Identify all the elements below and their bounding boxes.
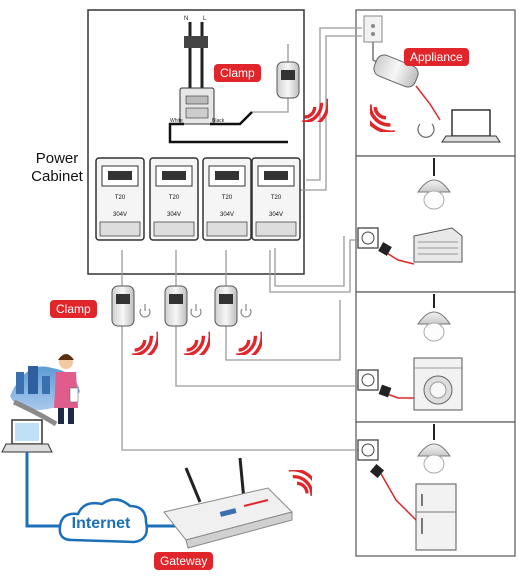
internet-label: Internet: [71, 515, 131, 532]
projector-icon: [413, 227, 463, 263]
clamp-sensor-top: [276, 61, 300, 99]
road: [12, 399, 58, 427]
socket-icon: [357, 227, 379, 249]
power-cabinet-label: Power Cabinet: [18, 150, 96, 186]
breaker-rating: T20: [271, 195, 282, 201]
breaker-rating: T20: [222, 195, 233, 201]
power-cord: [379, 471, 419, 523]
wall-socket-icon: [363, 15, 383, 43]
wireless-signal-icon: [128, 329, 158, 355]
room-projector: [355, 155, 516, 293]
power-icon: [139, 304, 151, 318]
person-icon: [54, 354, 79, 424]
wireless-signal-icon: [180, 329, 210, 355]
cloud-icon: [58, 498, 148, 544]
breaker-voltage: 304V: [220, 212, 234, 218]
plug-icon: [378, 242, 392, 256]
plug-icon: [378, 384, 392, 398]
breaker-rating: T20: [169, 195, 180, 201]
clamp-sensor: [214, 285, 238, 327]
breaker-rating: T20: [115, 195, 126, 201]
clamp-label-left: Clamp: [50, 300, 97, 318]
laptop-icon: [1, 419, 53, 453]
clamp-label-top: Clamp: [214, 64, 261, 82]
smart-plug-icon: [373, 54, 419, 88]
switch-label-l: L: [203, 16, 207, 22]
breaker-voltage: 304V: [113, 212, 127, 218]
gateway-label: Gateway: [154, 552, 214, 570]
router-icon: [163, 457, 293, 549]
appliance-label: Appliance: [404, 48, 469, 66]
breaker-voltage: 304V: [269, 212, 283, 218]
internet-link: [25, 452, 62, 528]
breaker-row: T20 304V T20 304V T20 304V T20 304V: [95, 157, 301, 241]
power-cabinet-frame: [87, 9, 305, 275]
lamp-icon: [417, 294, 451, 342]
breaker: T20 304V: [149, 157, 199, 241]
power-cabinet-label-line2: Cabinet: [31, 168, 83, 185]
washing-machine-icon: [413, 357, 463, 411]
breaker: T20 304V: [95, 157, 145, 241]
switch-label-white: White: [170, 118, 183, 124]
power-icon: [190, 304, 202, 318]
breaker-voltage: 304V: [167, 212, 181, 218]
plug-icon: [369, 463, 385, 479]
wireless-signal-icon: [232, 329, 262, 355]
power-icon: [240, 304, 252, 318]
power-cabinet-label-line1: Power: [35, 150, 79, 167]
wireless-signal-icon: [298, 96, 328, 122]
clamp-sensor: [164, 285, 188, 327]
lamp-icon: [417, 424, 451, 474]
socket-icon: [357, 369, 379, 391]
switch-label-black: Black: [212, 118, 225, 124]
lamp-icon: [417, 158, 451, 210]
appliance-room-devices: [363, 15, 501, 143]
laptop-icon: [441, 109, 501, 143]
clamp-sensor: [111, 285, 135, 327]
breaker: T20 304V: [251, 157, 301, 241]
breaker: T20 304V: [202, 157, 252, 241]
main-switch: N L White Black: [168, 16, 288, 144]
refrigerator-icon: [415, 483, 457, 551]
socket-icon: [357, 439, 379, 461]
switch-label-n: N: [184, 16, 188, 22]
wireless-signal-icon: [286, 470, 312, 500]
